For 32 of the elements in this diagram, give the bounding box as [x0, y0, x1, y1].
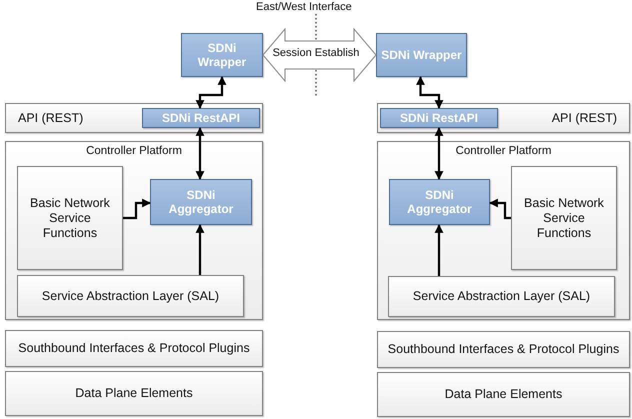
arrow: [489, 198, 511, 220]
component-box: SDNi RestAPI: [142, 108, 260, 128]
layer-box: Service Abstraction Layer (SAL): [17, 275, 244, 317]
layer-box: Basic Network Service Functions: [511, 166, 617, 270]
layer-bar: [377, 103, 630, 133]
layer-box: Southbound Interfaces & Protocol Plugins: [377, 331, 630, 368]
panel-title: Controller Platform: [456, 145, 552, 159]
arrow: [416, 76, 444, 109]
panel-title: Controller Platform: [86, 145, 182, 159]
arrow: [123, 198, 151, 220]
platform-panel: [377, 141, 630, 320]
component-box: SDNi RestAPI: [380, 108, 498, 128]
component-box: SDNi Wrapper: [376, 33, 467, 77]
arrow: [434, 127, 444, 180]
component-box: SDNi Aggregator: [389, 179, 490, 225]
layer-box: Basic Network Service Functions: [17, 166, 123, 270]
arrow: [196, 76, 226, 109]
layer-box: Southbound Interfaces & Protocol Plugins: [5, 330, 263, 367]
layer-label: API (REST): [18, 110, 84, 126]
layer-label: API (REST): [552, 110, 617, 126]
layer-box: Data Plane Elements: [5, 371, 263, 416]
component-box: SDNi Aggregator: [150, 179, 252, 225]
edge-label: Session Establish: [270, 47, 362, 59]
arrow: [196, 224, 204, 275]
layer-bar: [5, 103, 263, 133]
layer-box: Data Plane Elements: [377, 372, 630, 417]
layer-box: Service Abstraction Layer (SAL): [388, 276, 615, 317]
component-box: SDNi Wrapper: [181, 33, 263, 77]
platform-panel: [5, 141, 263, 320]
interface-label: East/West Interface: [256, 1, 352, 13]
arrow: [434, 224, 444, 276]
arrow: [196, 127, 204, 180]
